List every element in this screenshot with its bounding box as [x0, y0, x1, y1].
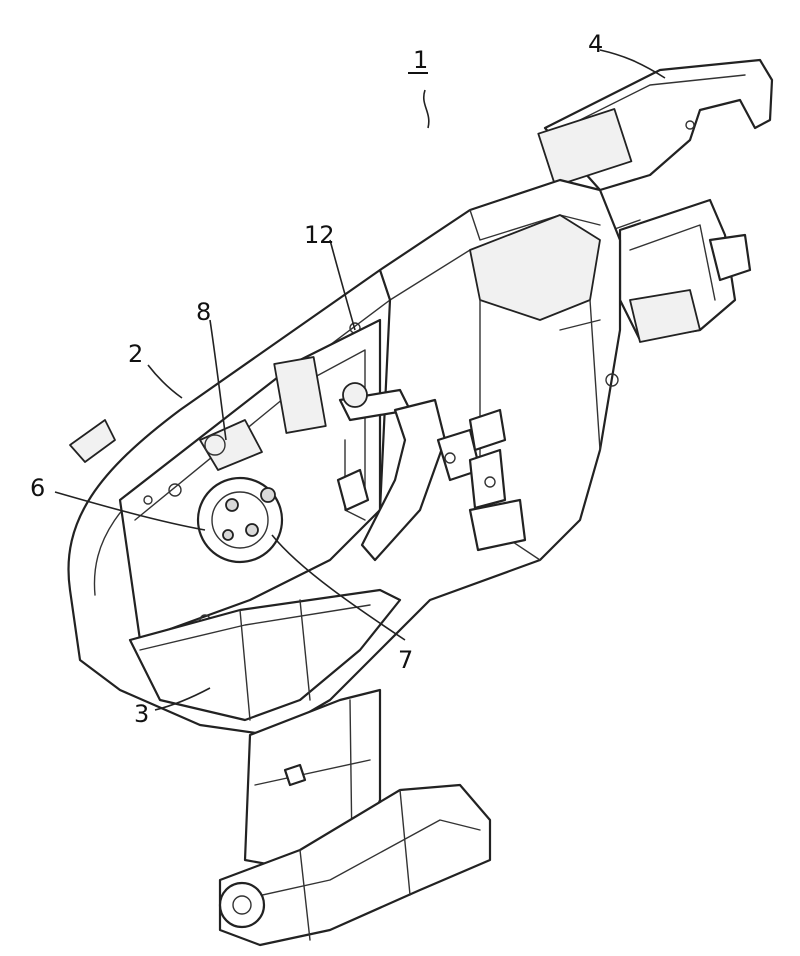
leader-8 [209, 319, 227, 441]
leader-7 [271, 534, 406, 641]
label-1: 1 [413, 46, 428, 74]
handle-recess [128, 588, 402, 722]
mechanism [336, 382, 527, 562]
label-3: 3 [134, 700, 149, 728]
nose-assembly [537, 58, 774, 343]
label-12: 12 [304, 221, 335, 249]
leader-1 [423, 89, 430, 129]
inner-wall [118, 318, 382, 642]
label-4: 4 [588, 30, 603, 58]
battery-pack [218, 783, 492, 947]
label-8: 8 [196, 298, 211, 326]
label-2: 2 [128, 340, 143, 368]
leader-6 [54, 491, 206, 531]
label-6: 6 [30, 474, 45, 502]
leader-2 [147, 364, 183, 399]
label-7: 7 [398, 646, 413, 674]
leader-3 [154, 687, 211, 711]
leader-4 [599, 49, 666, 79]
leader-12 [329, 239, 356, 331]
side-bracket [69, 419, 116, 463]
